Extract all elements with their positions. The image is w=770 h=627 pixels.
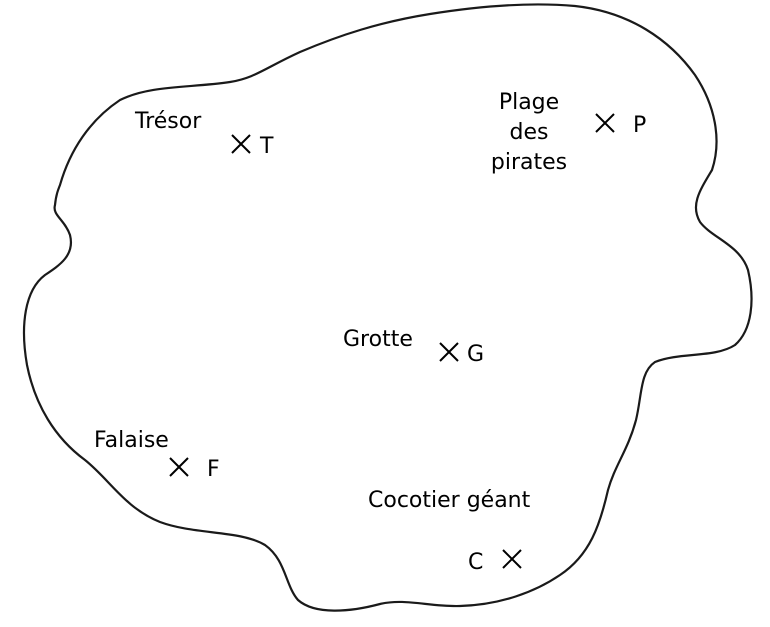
place-label: Grotte <box>343 327 413 352</box>
cross-mark-icon <box>169 457 189 477</box>
place-tresor: Trésor T <box>134 109 274 159</box>
place-label: Cocotier géant <box>368 488 531 513</box>
place-label-line: Plage <box>499 90 559 115</box>
place-letter: T <box>259 134 274 159</box>
cross-mark-icon <box>231 134 251 154</box>
place-letter: G <box>467 342 484 367</box>
place-letter: F <box>207 457 220 482</box>
place-label-line: pirates <box>491 150 567 175</box>
place-letter: P <box>633 113 646 138</box>
place-plage-des-pirates: Plage des pirates P <box>491 90 646 175</box>
place-falaise: Falaise F <box>94 428 220 482</box>
place-label-line: des <box>510 120 549 145</box>
place-label: Falaise <box>94 428 169 453</box>
place-label: Trésor <box>134 109 202 134</box>
cross-mark-icon <box>502 549 522 569</box>
island-outline <box>22 3 753 612</box>
place-cocotier-geant: Cocotier géant C <box>368 488 531 575</box>
cross-mark-icon <box>595 113 615 133</box>
cross-mark-icon <box>439 342 459 362</box>
place-letter: C <box>468 550 483 575</box>
place-grotte: Grotte G <box>343 327 484 367</box>
